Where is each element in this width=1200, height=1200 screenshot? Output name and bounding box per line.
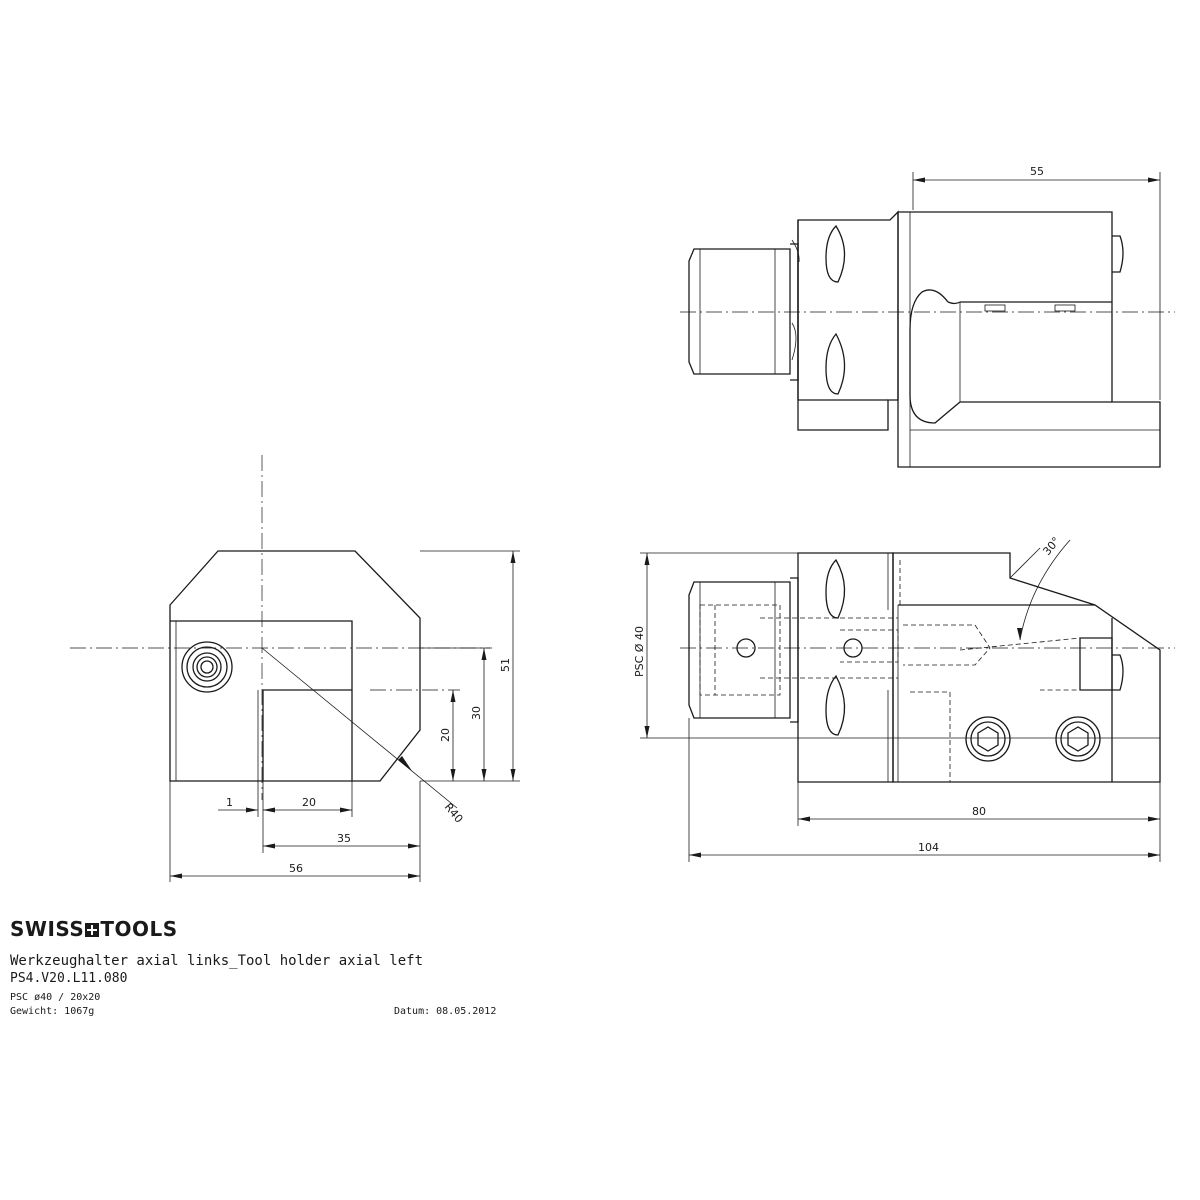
dim-51-label: 51: [499, 658, 512, 672]
brand-left: SWISS: [10, 917, 85, 941]
part-number: PS4.V20.L11.080: [10, 971, 128, 986]
brand-right: TOOLS: [100, 917, 178, 941]
dim-20h-label: 20: [302, 796, 316, 809]
dim-20v-label: 20: [439, 728, 452, 742]
dim-1-label: 1: [226, 796, 233, 809]
dim-psc-label: PSC Ø 40: [633, 626, 646, 677]
date-label: Datum: 08.05.2012: [394, 1006, 497, 1017]
dim-104-label: 104: [918, 841, 939, 854]
meta-row: Gewicht: 1067g Datum: 08.05.2012: [10, 1006, 610, 1020]
weight-label: Gewicht: 1067g: [10, 1006, 95, 1017]
drawing-title: Werkzeughalter axial links_Tool holder a…: [10, 953, 424, 969]
dim-80-label: 80: [972, 805, 986, 818]
side-view: PSC Ø 40 30° 80 104: [633, 535, 1175, 862]
top-view: 55: [680, 165, 1175, 468]
dim-30-label: 30: [470, 706, 483, 720]
dim-angle-label: 30°: [1040, 535, 1062, 558]
swiss-cross-icon: [85, 923, 100, 937]
dim-r40-label: R40: [442, 801, 466, 826]
spec-line: PSC ø40 / 20x20: [10, 992, 101, 1003]
dim-55-label: 55: [1030, 165, 1044, 178]
brand-logo: SWISS TOOLS: [10, 915, 610, 943]
front-view: R40 51 30 20 1 20: [70, 455, 520, 882]
title-block: SWISS TOOLS Werkzeughalter axial links_To…: [10, 915, 610, 1020]
dim-35-label: 35: [337, 832, 351, 845]
dim-56-label: 56: [289, 862, 303, 875]
